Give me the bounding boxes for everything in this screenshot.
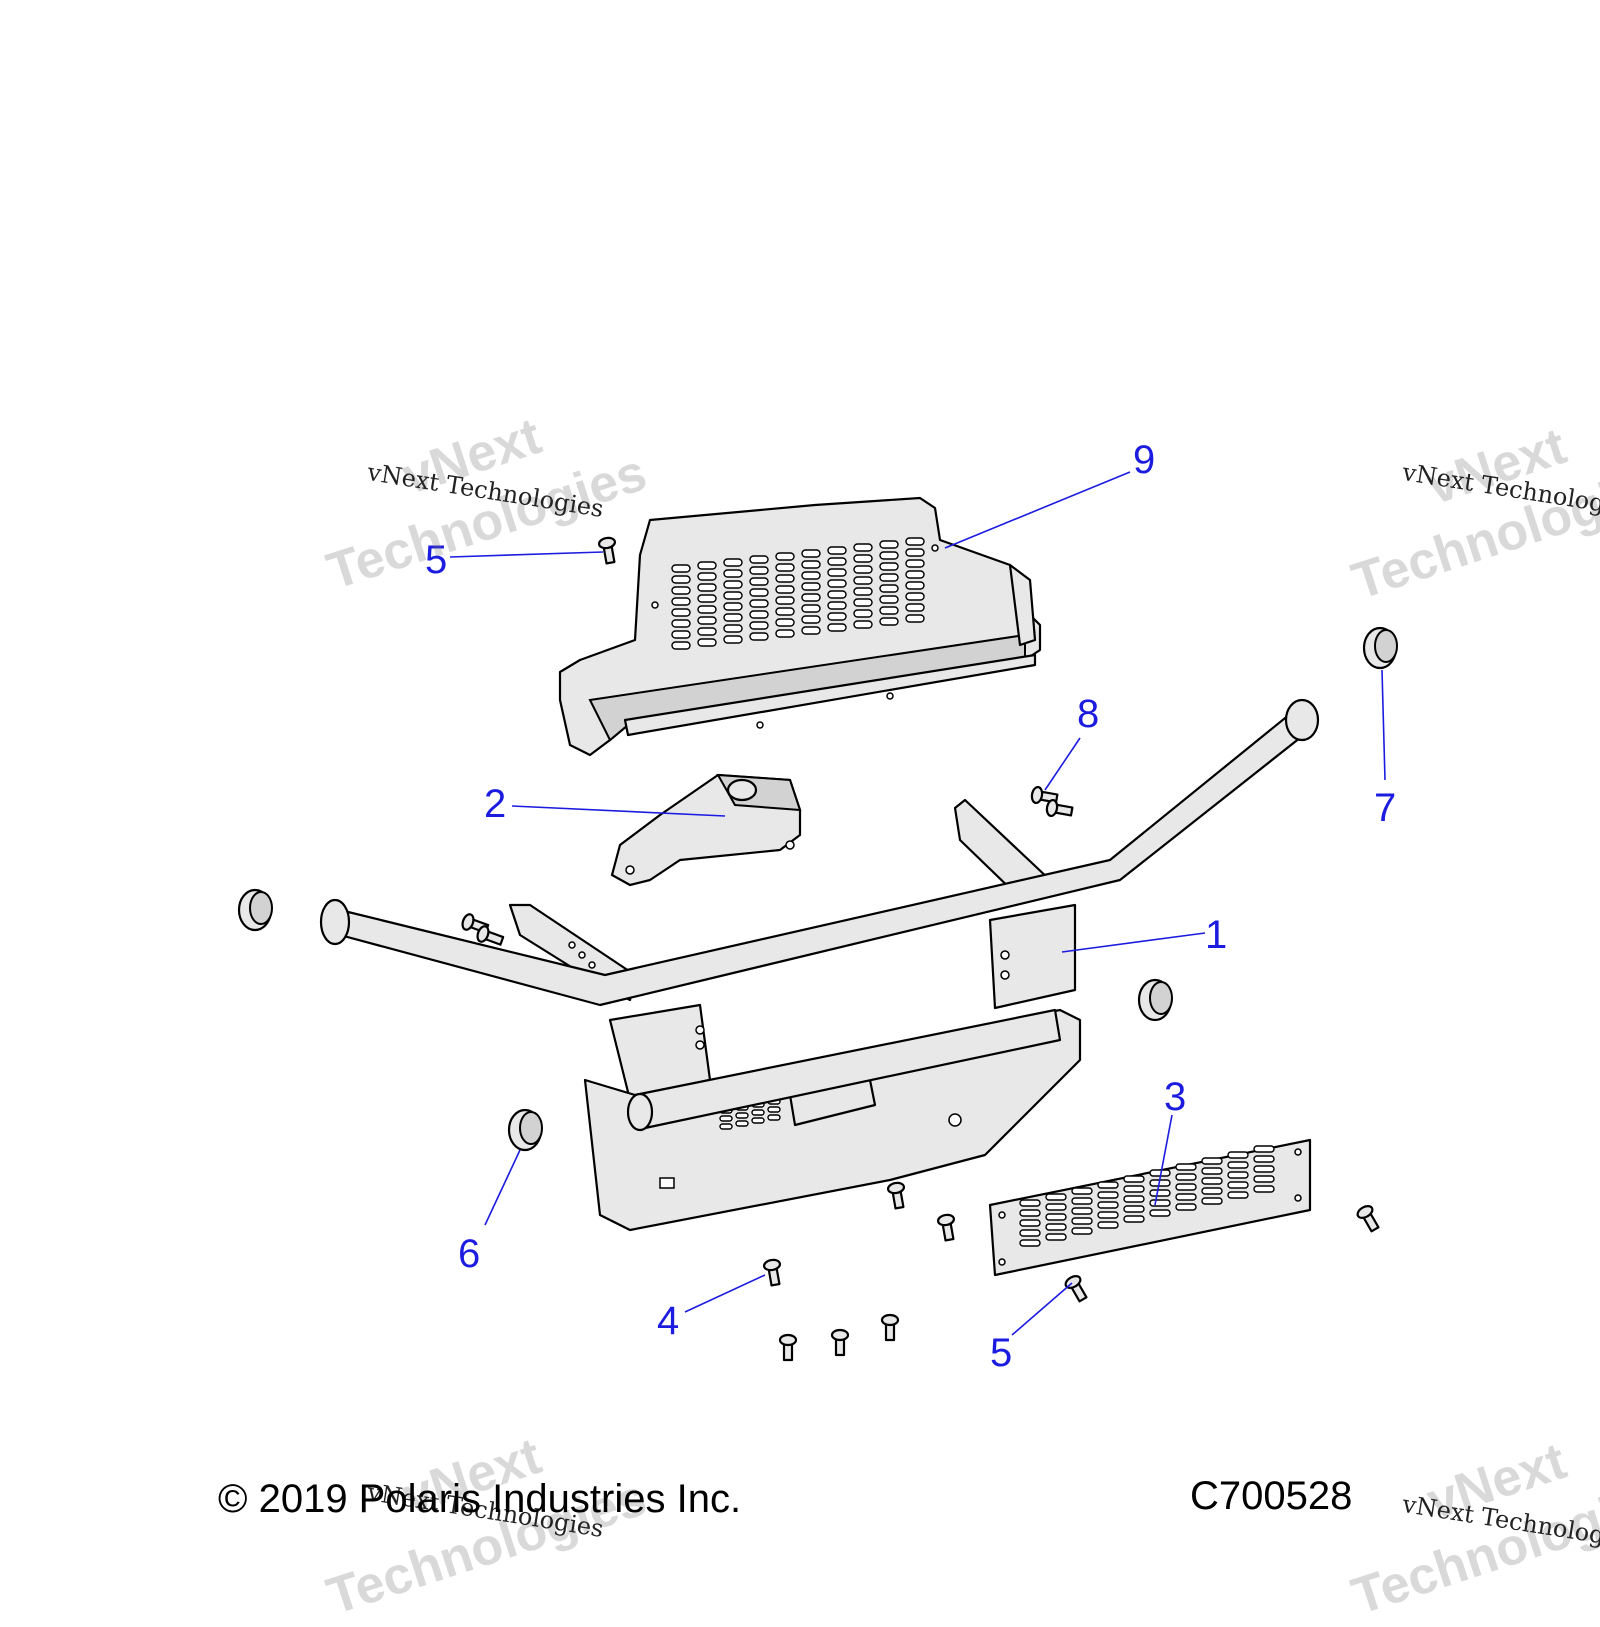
part-2-bracket [610, 773, 802, 887]
callout-5-lower: 5 [990, 1331, 1012, 1375]
callout-6: 6 [458, 1232, 480, 1276]
callout-1: 1 [1205, 913, 1227, 957]
part-1-bumper-frame [319, 698, 1320, 1232]
callouts: 9 5 8 2 7 1 3 6 4 5 [425, 438, 1396, 1375]
part-9-upper-grille [558, 496, 1042, 757]
part-9-slots [671, 537, 925, 650]
callout-2: 2 [484, 782, 506, 826]
fasteners [461, 536, 1380, 1362]
plug-left [237, 888, 273, 932]
part-3-lower-grille [988, 1138, 1312, 1277]
callout-4: 4 [657, 1299, 679, 1343]
part-7-plug [1362, 626, 1398, 670]
part-6-plug [507, 1108, 543, 1152]
diagram-code: C700528 [1190, 1474, 1353, 1518]
copyright-text: © 2019 Polaris Industries Inc. [218, 1477, 742, 1521]
plug-right [1137, 978, 1173, 1022]
callout-3: 3 [1164, 1075, 1186, 1119]
callout-7: 7 [1374, 786, 1396, 830]
callout-5-upper: 5 [425, 538, 447, 582]
callout-9: 9 [1133, 438, 1155, 482]
callout-8: 8 [1077, 692, 1099, 736]
leader-lines [449, 471, 1386, 1336]
